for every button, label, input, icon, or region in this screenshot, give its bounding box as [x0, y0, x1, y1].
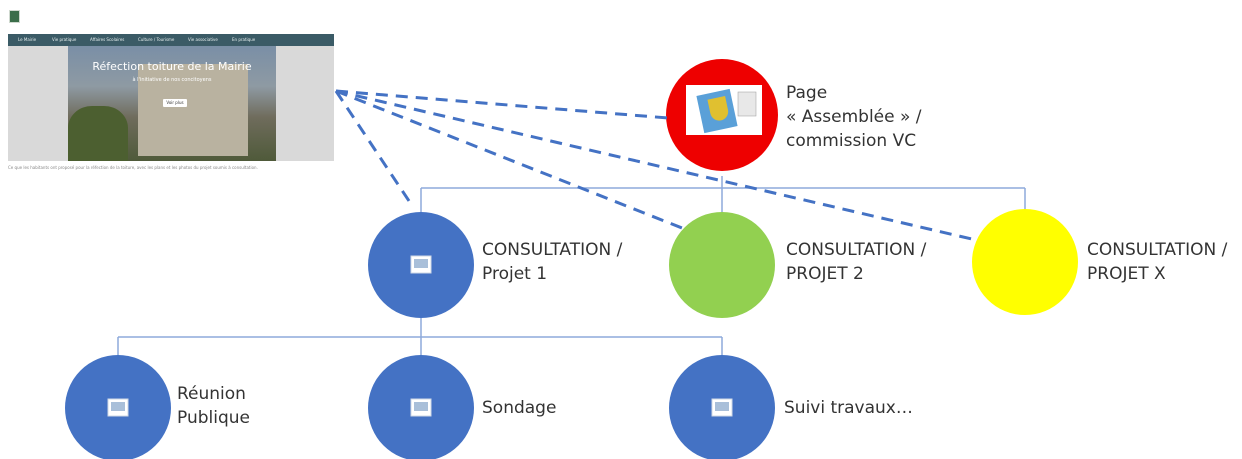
label-line: Sondage: [482, 398, 557, 418]
node-projetx-circle: [972, 209, 1078, 315]
node-projet2-circle: [669, 212, 775, 318]
node-projetx-label: CONSULTATION / PROJET X: [1087, 238, 1227, 286]
dashed-link-projetx: [335, 89, 977, 242]
image-placeholder-icon: [410, 255, 432, 274]
image-placeholder-icon: [107, 398, 129, 417]
logo-icon: [686, 85, 762, 135]
label-line: « Assemblée » /: [786, 107, 922, 127]
thumbnail-title: Réfection toiture de la Mairie: [92, 60, 252, 73]
connector-root-children: [420, 176, 1026, 212]
connector-projet1-children: [117, 318, 723, 360]
thumbnail-subtitle: à l'initiative de nos concitoyens: [132, 77, 212, 83]
label-line: Projet 1: [482, 264, 548, 284]
dashed-links: [334, 89, 977, 242]
dashed-link-projet2: [335, 89, 683, 230]
thumbnail-photo: Réfection toiture de la Mairie à l'initi…: [68, 46, 276, 161]
dashed-link-assemblee: [335, 89, 669, 120]
label-line: CONSULTATION /: [786, 240, 927, 260]
label-line: commission VC: [786, 131, 917, 151]
dashed-link-projet1: [334, 90, 415, 208]
tree-image: [68, 106, 128, 161]
website-thumbnail: Le Mairie Vie pratique Affaires Scolaire…: [8, 34, 334, 161]
node-page-assemblee-label: Page « Assemblée » / commission VC: [786, 81, 922, 153]
thumbnail-nav-item: Affaires Scolaires: [90, 37, 125, 42]
thumbnail-nav-item: En pratique: [232, 37, 256, 42]
thumbnail-nav-item: Vie associative: [188, 37, 218, 42]
thumbnail-nav: Le Mairie Vie pratique Affaires Scolaire…: [8, 34, 334, 46]
image-placeholder-icon: [711, 398, 733, 417]
label-line: Réunion: [177, 384, 246, 404]
thumbnail-nav-item: Culture / Tourisme: [138, 37, 175, 42]
node-projet2-label: CONSULTATION / PROJET 2: [786, 238, 926, 286]
label-line: Page: [786, 83, 828, 103]
thumbnail-nav-item: Vie pratique: [52, 37, 77, 42]
tree-connectors: [117, 176, 1026, 360]
label-line: CONSULTATION /: [1087, 240, 1228, 260]
node-suivi-label: Suivi travaux…: [784, 396, 913, 420]
node-reunion-label: Réunion Publique: [177, 382, 250, 430]
label-line: Publique: [177, 408, 250, 428]
house-image: [138, 64, 248, 156]
node-projet1-label: CONSULTATION / Projet 1: [482, 238, 622, 286]
label-line: PROJET 2: [786, 264, 864, 284]
label-line: PROJET X: [1087, 264, 1166, 284]
site-logo-icon: [9, 10, 20, 23]
thumbnail-caption: Ce que les habitants ont proposé pour la…: [8, 165, 258, 170]
node-sondage-label: Sondage: [482, 396, 556, 420]
label-line: Suivi travaux…: [784, 398, 913, 418]
thumbnail-button: Voir plus: [163, 99, 187, 107]
image-placeholder-icon: [410, 398, 432, 417]
thumbnail-nav-item: Le Mairie: [18, 37, 37, 42]
label-line: CONSULTATION /: [482, 240, 623, 260]
